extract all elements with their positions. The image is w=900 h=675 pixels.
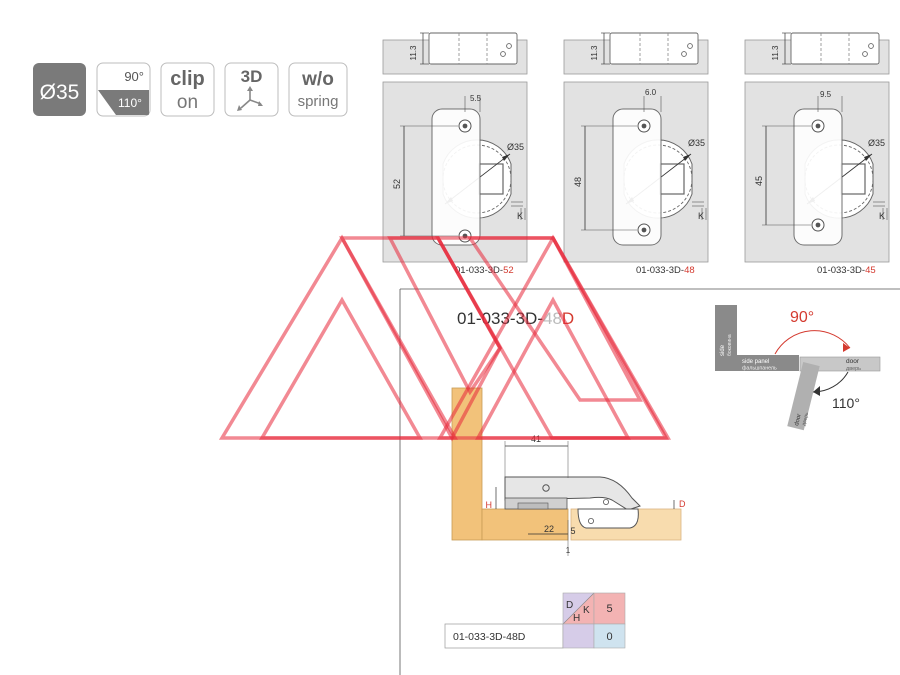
plate3-diameter: Ø35 (868, 138, 885, 148)
plate1-height-dim: 52 (392, 179, 402, 189)
door-label-ru: дверь (846, 366, 861, 372)
clip-badge-line2: on (177, 92, 198, 113)
plate2-offset-dim: 6.0 (645, 88, 657, 97)
plate3-code: 01-033-3D-45 (817, 265, 876, 276)
clip-on-badge: clip on (160, 62, 215, 117)
plate3-height-dim: 45 (754, 176, 764, 186)
door-label: door (846, 358, 860, 365)
side-panel-label-ru: фальшпанель (742, 366, 777, 372)
plate2-k: K (698, 211, 704, 221)
plate3-side-dim: 11.3 (771, 45, 780, 61)
plate2-height-dim: 48 (573, 177, 583, 187)
angle-badge-top: 90° (124, 69, 144, 84)
side-panel-label: side panel (742, 359, 769, 365)
clip-badge-line1: clip (170, 68, 204, 90)
angle-badge: 90° 110° (96, 62, 151, 117)
angle-badge-bottom: 110° (118, 96, 142, 110)
badges-svg: Ø35 90° 110° clip on 3D (33, 62, 348, 117)
plate-front-view-3 (744, 81, 890, 263)
side-label: side (720, 344, 726, 356)
diameter-badge-text: Ø35 (40, 81, 80, 104)
dim-41: 41 (531, 434, 541, 444)
angle-max: 110° (832, 395, 860, 411)
plate2-diameter: Ø35 (688, 138, 705, 148)
d-label: D (679, 499, 686, 509)
plate2-side-dim: 11.3 (590, 45, 599, 61)
plates-diagram: 11.3 5.5 52 Ø35 K 01-033-3D-52 11.3 6.0 … (382, 32, 890, 276)
dim-22: 22 (544, 524, 554, 534)
plate1-offset-dim: 5.5 (470, 94, 482, 103)
plate1-k: K (517, 211, 523, 221)
hinge-section-drawing: 41 22 5 1 H D (451, 387, 686, 556)
threed-badge-text: 3D (241, 67, 263, 86)
table-value-k: 5 (606, 603, 612, 615)
plate3-k: K (879, 211, 885, 221)
table-row-code: 01-033-3D-48D (453, 631, 526, 643)
feature-badges: Ø35 90° 110° clip on 3D (32, 62, 352, 118)
h-label: H (486, 500, 493, 510)
plate3-offset-dim: 9.5 (820, 90, 832, 99)
opening-angle-diagram: 90° 110° side боковина side panel фальшп… (715, 305, 881, 431)
table-d: D (566, 600, 573, 611)
door-label-2: door (794, 413, 803, 426)
side-label-ru: боковина (727, 334, 733, 356)
main-title: 01-033-3D-48D (457, 309, 574, 328)
table-k: K (583, 605, 590, 616)
spring-badge: w/o spring (288, 62, 348, 117)
threed-badge: 3D (224, 62, 279, 117)
axes-icon (237, 86, 263, 111)
dim-1: 1 (566, 546, 571, 555)
spring-badge-line1: w/o (301, 69, 334, 90)
table-value-h: 0 (606, 631, 612, 643)
plate-front-view-2 (563, 81, 709, 263)
angle-open: 90° (790, 309, 814, 326)
door-label-2-ru: дверь (801, 411, 810, 426)
plate1-diameter: Ø35 (507, 142, 524, 152)
plate1-side-dim: 11.3 (409, 45, 418, 61)
diameter-badge: Ø35 (33, 63, 86, 116)
dim-5: 5 (570, 526, 575, 536)
spring-badge-line2: spring (298, 93, 339, 110)
table-h: H (573, 613, 580, 624)
dhk-table: D H K 5 01-033-3D-48D 0 (444, 592, 626, 649)
